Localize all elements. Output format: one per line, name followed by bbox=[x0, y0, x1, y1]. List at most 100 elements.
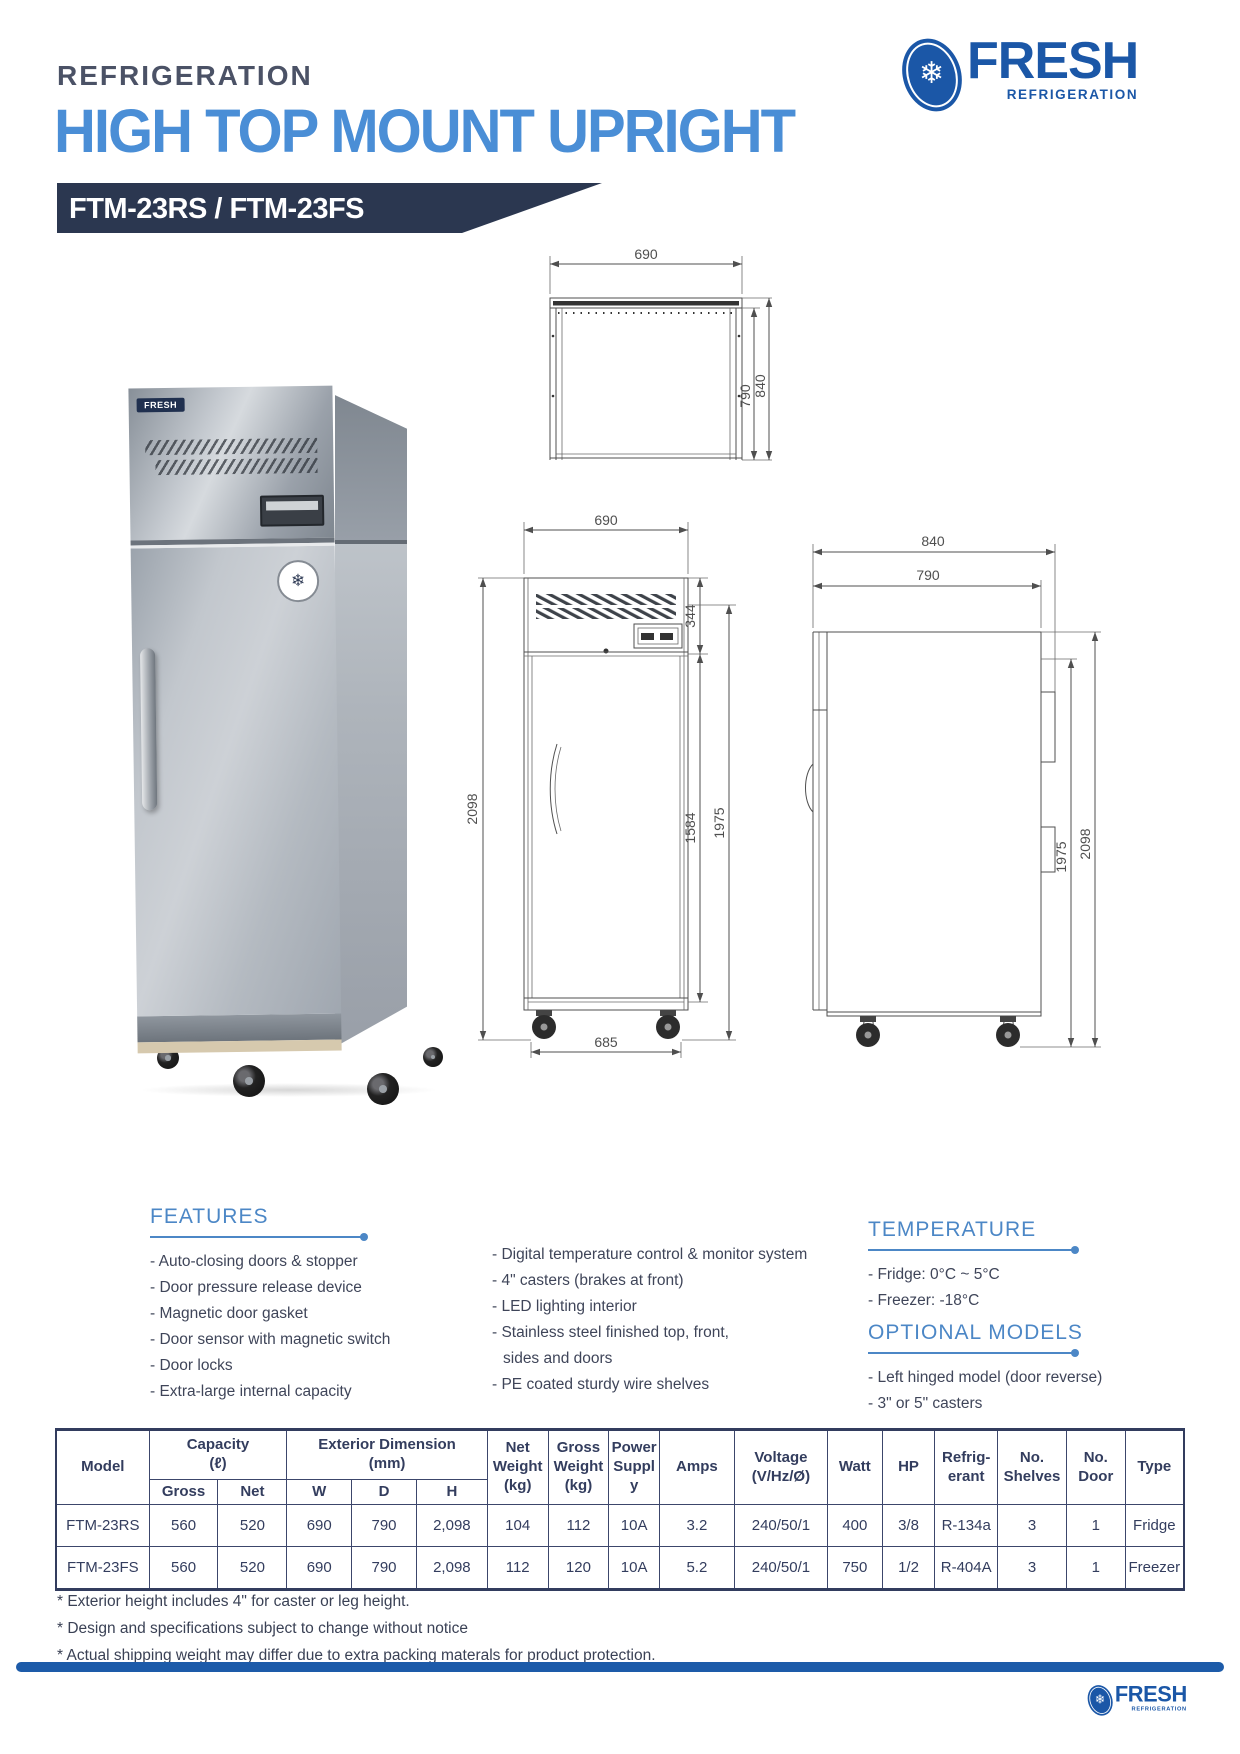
footnote: * Actual shipping weight may differ due … bbox=[57, 1647, 656, 1664]
cell: 5.2 bbox=[658, 1546, 735, 1590]
feature-item: - Extra-large internal capacity bbox=[150, 1383, 352, 1400]
feature-item: - Digital temperature control & monitor … bbox=[492, 1246, 808, 1263]
temperature-item: - Fridge: 0°C ~ 5°C bbox=[868, 1266, 1000, 1283]
cell: 240/50/1 bbox=[733, 1546, 829, 1590]
caster-side-left bbox=[856, 1016, 880, 1047]
feature-item: - Magnetic door gasket bbox=[150, 1305, 308, 1322]
dim-front-total-height: 2098 bbox=[464, 793, 480, 824]
feature-item: - Stainless steel finished top, front, bbox=[492, 1324, 729, 1341]
cell: 104 bbox=[486, 1504, 549, 1547]
model-badge: FTM-23RS / FTM-23FS bbox=[57, 183, 602, 233]
footer-logo: ❄ FRESH REFRIGERATION bbox=[1083, 1681, 1187, 1719]
cell: 112 bbox=[547, 1504, 610, 1547]
snowflake-icon: ❄ bbox=[919, 56, 945, 90]
caster-wheel bbox=[233, 1065, 265, 1097]
logo-oval: ❄ bbox=[1083, 1681, 1117, 1719]
col-header-watt: Watt bbox=[827, 1429, 883, 1505]
dim-top-depth-inner: 790 bbox=[737, 384, 753, 408]
features-underline bbox=[150, 1233, 368, 1241]
brand-name: FRESH bbox=[967, 32, 1139, 90]
footnote: * Exterior height includes 4" for caster… bbox=[57, 1593, 410, 1610]
cell: FTM-23RS bbox=[55, 1504, 150, 1547]
vent-louvers bbox=[155, 457, 318, 476]
cell: 750 bbox=[827, 1546, 883, 1590]
cell: 10A bbox=[608, 1504, 660, 1547]
cell: 400 bbox=[827, 1504, 883, 1547]
col-header-refrigerant: Refrig-erant bbox=[934, 1429, 999, 1505]
features-section: FEATURES - Auto-closing doors & stopper … bbox=[150, 1205, 450, 1405]
cell: 1/2 bbox=[881, 1546, 936, 1590]
optional-models-underline bbox=[868, 1349, 1079, 1357]
features-list-col2: - Digital temperature control & monitor … bbox=[492, 1242, 832, 1398]
col-header-d: D bbox=[351, 1479, 417, 1505]
vent-louvers bbox=[145, 437, 318, 456]
dim-side-total-height: 2098 bbox=[1077, 828, 1093, 859]
col-header-capacity: Capacity (ℓ) bbox=[148, 1429, 288, 1480]
col-header-w: W bbox=[286, 1479, 353, 1505]
dim-side-depth-inner: 790 bbox=[916, 567, 940, 583]
col-header-exterior-dimension: Exterior Dimension (mm) bbox=[286, 1429, 488, 1480]
fridge-side-panel bbox=[335, 395, 407, 1047]
dim-front-body-height: 1975 bbox=[711, 807, 727, 838]
cell: 560 bbox=[148, 1546, 219, 1590]
table-row-ftm-23fs: FTM-23FS 560 520 690 790 2,098 112 120 1… bbox=[55, 1546, 1185, 1590]
caster-front-left bbox=[532, 1010, 556, 1039]
dim-side-depth-outer: 840 bbox=[921, 533, 945, 549]
drawing-front-view: 690 209 bbox=[436, 512, 771, 1064]
feature-item: - 4" casters (brakes at front) bbox=[492, 1272, 684, 1289]
features-list-col1: - Auto-closing doors & stopper - Door pr… bbox=[150, 1249, 450, 1405]
dim-front-door-height: 1584 bbox=[682, 812, 698, 843]
col-header-net: Net bbox=[217, 1479, 288, 1505]
dim-top-width: 690 bbox=[634, 246, 658, 262]
floor-shadow bbox=[139, 1083, 439, 1097]
cell: 560 bbox=[148, 1504, 219, 1547]
col-header-voltage: Voltage (V/Hz/Ø) bbox=[733, 1429, 829, 1505]
cell: 10A bbox=[608, 1546, 660, 1590]
dim-front-top-section: 344 bbox=[682, 604, 698, 628]
dim-side-body-height: 1975 bbox=[1053, 841, 1069, 872]
door-handle bbox=[140, 648, 158, 811]
caster-front-right bbox=[656, 1010, 680, 1039]
col-header-h: H bbox=[415, 1479, 488, 1505]
snowflake-icon: ❄ bbox=[1094, 1692, 1106, 1707]
feature-item: - Door pressure release device bbox=[150, 1279, 362, 1296]
cell: 2,098 bbox=[415, 1546, 488, 1590]
drawing-side-view: 840 790 1975 bbox=[783, 482, 1113, 1062]
product-photo: FRESH ❄ bbox=[105, 335, 455, 1105]
temperature-heading: TEMPERATURE bbox=[868, 1218, 1037, 1241]
brand-name: FRESH bbox=[1114, 1682, 1187, 1707]
brand-chip: FRESH bbox=[136, 397, 185, 413]
features-heading: FEATURES bbox=[150, 1205, 269, 1228]
feature-item: - Door sensor with magnetic switch bbox=[150, 1331, 391, 1348]
cell: 3/8 bbox=[881, 1504, 936, 1547]
spec-table: Model Capacity (ℓ) Exterior Dimension (m… bbox=[55, 1428, 1185, 1591]
feature-item: - Auto-closing doors & stopper bbox=[150, 1253, 358, 1270]
cell: 1 bbox=[1065, 1504, 1126, 1547]
col-header-shelves: No. Shelves bbox=[997, 1429, 1067, 1505]
caster-side-right bbox=[996, 1016, 1020, 1047]
optional-models-heading: OPTIONAL MODELS bbox=[868, 1321, 1083, 1344]
optional-model-item: - 3" or 5" casters bbox=[868, 1395, 983, 1412]
temperature-item: - Freezer: -18°C bbox=[868, 1292, 980, 1309]
temperature-display bbox=[265, 500, 319, 511]
col-header-gross-weight: Gross Weight (kg) bbox=[547, 1429, 610, 1505]
fridge-front: FRESH ❄ bbox=[128, 385, 342, 1054]
cell: 520 bbox=[217, 1504, 288, 1547]
cell: Freezer bbox=[1124, 1546, 1185, 1590]
temperature-underline bbox=[868, 1246, 1079, 1254]
door-badge: ❄ bbox=[276, 559, 320, 603]
cell: 120 bbox=[547, 1546, 610, 1590]
dim-front-width: 690 bbox=[594, 512, 618, 528]
caster-wheel bbox=[367, 1073, 399, 1105]
cell: 3 bbox=[997, 1546, 1067, 1590]
dim-front-base-width: 685 bbox=[594, 1034, 618, 1050]
model-badge-label: FTM-23RS / FTM-23FS bbox=[69, 193, 365, 225]
cell: 790 bbox=[351, 1504, 417, 1547]
machine-compartment: FRESH bbox=[128, 385, 335, 546]
feature-item: - PE coated sturdy wire shelves bbox=[492, 1376, 710, 1393]
base-board bbox=[137, 1039, 342, 1054]
page-title: HIGH TOP MOUNT UPRIGHT bbox=[54, 97, 796, 166]
logo-oval: ❄ bbox=[892, 30, 972, 120]
control-panel bbox=[259, 494, 325, 527]
